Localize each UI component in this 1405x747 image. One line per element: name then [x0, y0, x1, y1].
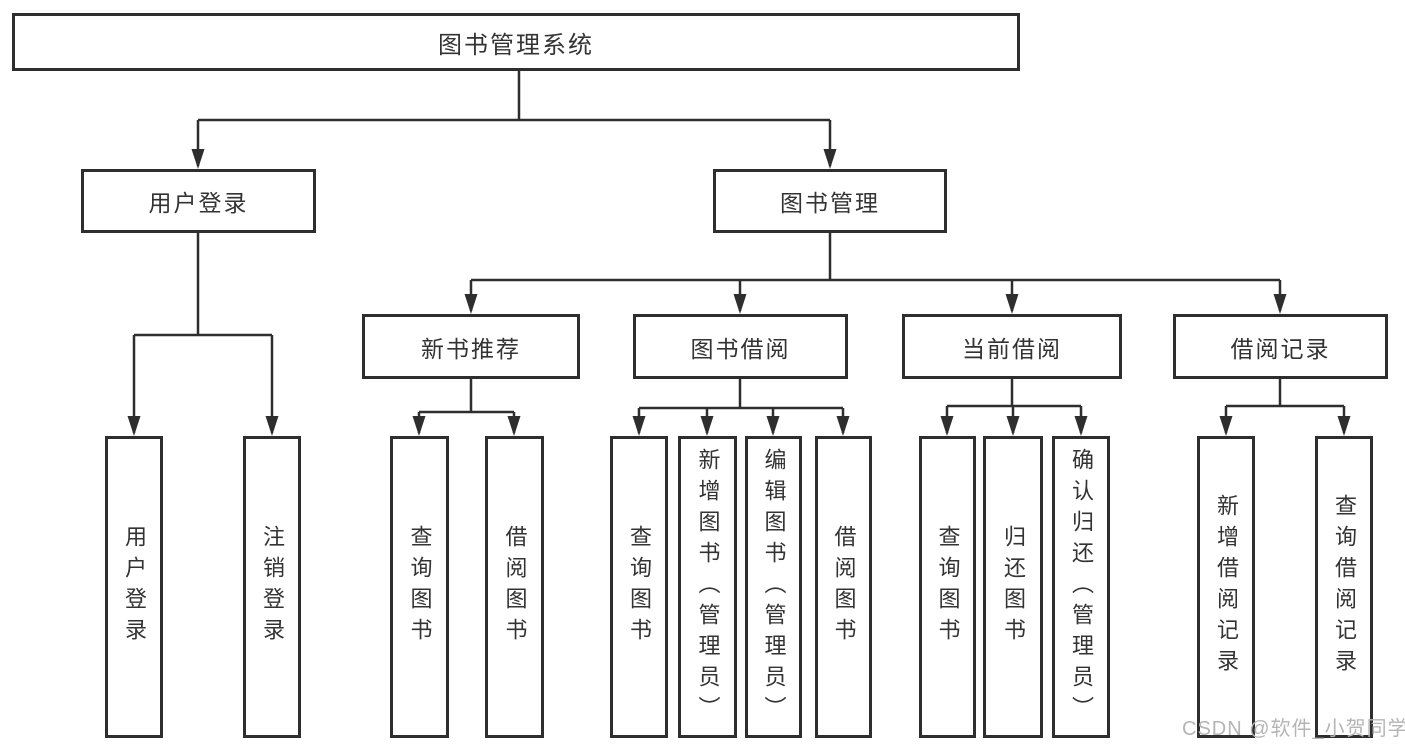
arrowhead — [1273, 294, 1287, 314]
arrowhead — [1074, 416, 1088, 436]
arrowhead — [1337, 416, 1351, 436]
node-label: 归还图书 — [1001, 525, 1026, 649]
node-current-borrowing: 当前借阅 — [902, 314, 1122, 379]
node-label: 图书管理 — [780, 190, 880, 216]
node-user-login: 用户登录 — [81, 169, 316, 233]
arrowhead — [127, 416, 141, 436]
arrowhead — [632, 416, 646, 436]
connector-root-to-level2 — [196, 71, 832, 166]
arrowheads — [127, 149, 1351, 436]
node-leaf-query-books-rec: 查询图书 — [390, 436, 449, 738]
arrowhead — [733, 294, 747, 314]
arrowhead — [1006, 416, 1020, 436]
arrowhead — [412, 416, 426, 436]
node-leaf-query-books-borrow: 查询图书 — [610, 436, 668, 738]
arrowhead — [823, 149, 837, 169]
node-label: 图书管理系统 — [438, 31, 594, 59]
node-label: 查询借阅记录 — [1332, 494, 1357, 680]
arrowhead — [265, 416, 279, 436]
node-book-borrowing: 图书借阅 — [633, 314, 848, 379]
arrowhead — [1219, 416, 1233, 436]
connector-borrow-records-to-leaves — [1224, 379, 1346, 433]
node-book-management: 图书管理 — [713, 169, 947, 233]
connector-new-book-rec-to-leaves — [417, 379, 516, 433]
node-leaf-add-borrow-record: 新增借阅记录 — [1197, 436, 1255, 738]
node-leaf-add-books-admin: 新增图书（管理员） — [678, 436, 737, 738]
node-label: 用户登录 — [148, 190, 249, 216]
node-label: 编辑图书（管理员） — [761, 447, 787, 727]
node-label: 查询图书 — [935, 525, 961, 649]
node-leaf-borrow-books-borrow: 借阅图书 — [815, 436, 872, 738]
node-leaf-return-books: 归还图书 — [983, 436, 1043, 738]
arrowhead — [940, 416, 954, 436]
arrowhead — [836, 416, 850, 436]
arrowhead — [191, 149, 205, 169]
node-leaf-query-books-current: 查询图书 — [919, 436, 976, 738]
node-leaf-edit-books-admin: 编辑图书（管理员） — [745, 436, 802, 738]
connector-user-login-to-leaves — [132, 233, 274, 433]
csdn-watermark: CSDN @软件_小贺同学 — [1182, 718, 1405, 740]
arrowhead — [1005, 294, 1019, 314]
node-new-book-recommend: 新书推荐 — [362, 314, 580, 379]
node-library-management-system: 图书管理系统 — [12, 13, 1020, 71]
node-label: 新书推荐 — [421, 335, 521, 362]
node-label: 确认归还（管理员） — [1069, 447, 1094, 727]
node-borrow-records: 借阅记录 — [1173, 314, 1388, 379]
node-label: 借阅图书 — [502, 525, 528, 649]
connector-book-mgmt-to-level3 — [469, 232, 1282, 311]
node-label: 图书借阅 — [690, 335, 791, 362]
arrowhead — [766, 416, 780, 436]
node-label: 注销登录 — [260, 525, 285, 649]
node-label: 当前借阅 — [962, 335, 1062, 362]
arrowhead — [700, 416, 714, 436]
node-label: 新增借阅记录 — [1214, 494, 1239, 680]
node-leaf-user-login: 用户登录 — [105, 436, 163, 738]
node-label: 查询图书 — [627, 525, 652, 649]
node-label: 借阅图书 — [831, 525, 857, 649]
node-label: 用户登录 — [122, 525, 147, 649]
node-label: 新增图书（管理员） — [695, 447, 721, 727]
node-leaf-confirm-return-admin: 确认归还（管理员） — [1052, 436, 1110, 738]
node-leaf-borrow-books-rec: 借阅图书 — [485, 436, 544, 738]
arrowhead — [507, 416, 521, 436]
node-leaf-query-borrow-record: 查询借阅记录 — [1315, 436, 1373, 738]
arrowhead — [464, 294, 478, 314]
node-leaf-logout: 注销登录 — [243, 436, 301, 738]
connector-book-borrow-to-leaves — [637, 379, 845, 433]
node-label: 借阅记录 — [1230, 335, 1331, 362]
node-label: 查询图书 — [407, 525, 433, 649]
